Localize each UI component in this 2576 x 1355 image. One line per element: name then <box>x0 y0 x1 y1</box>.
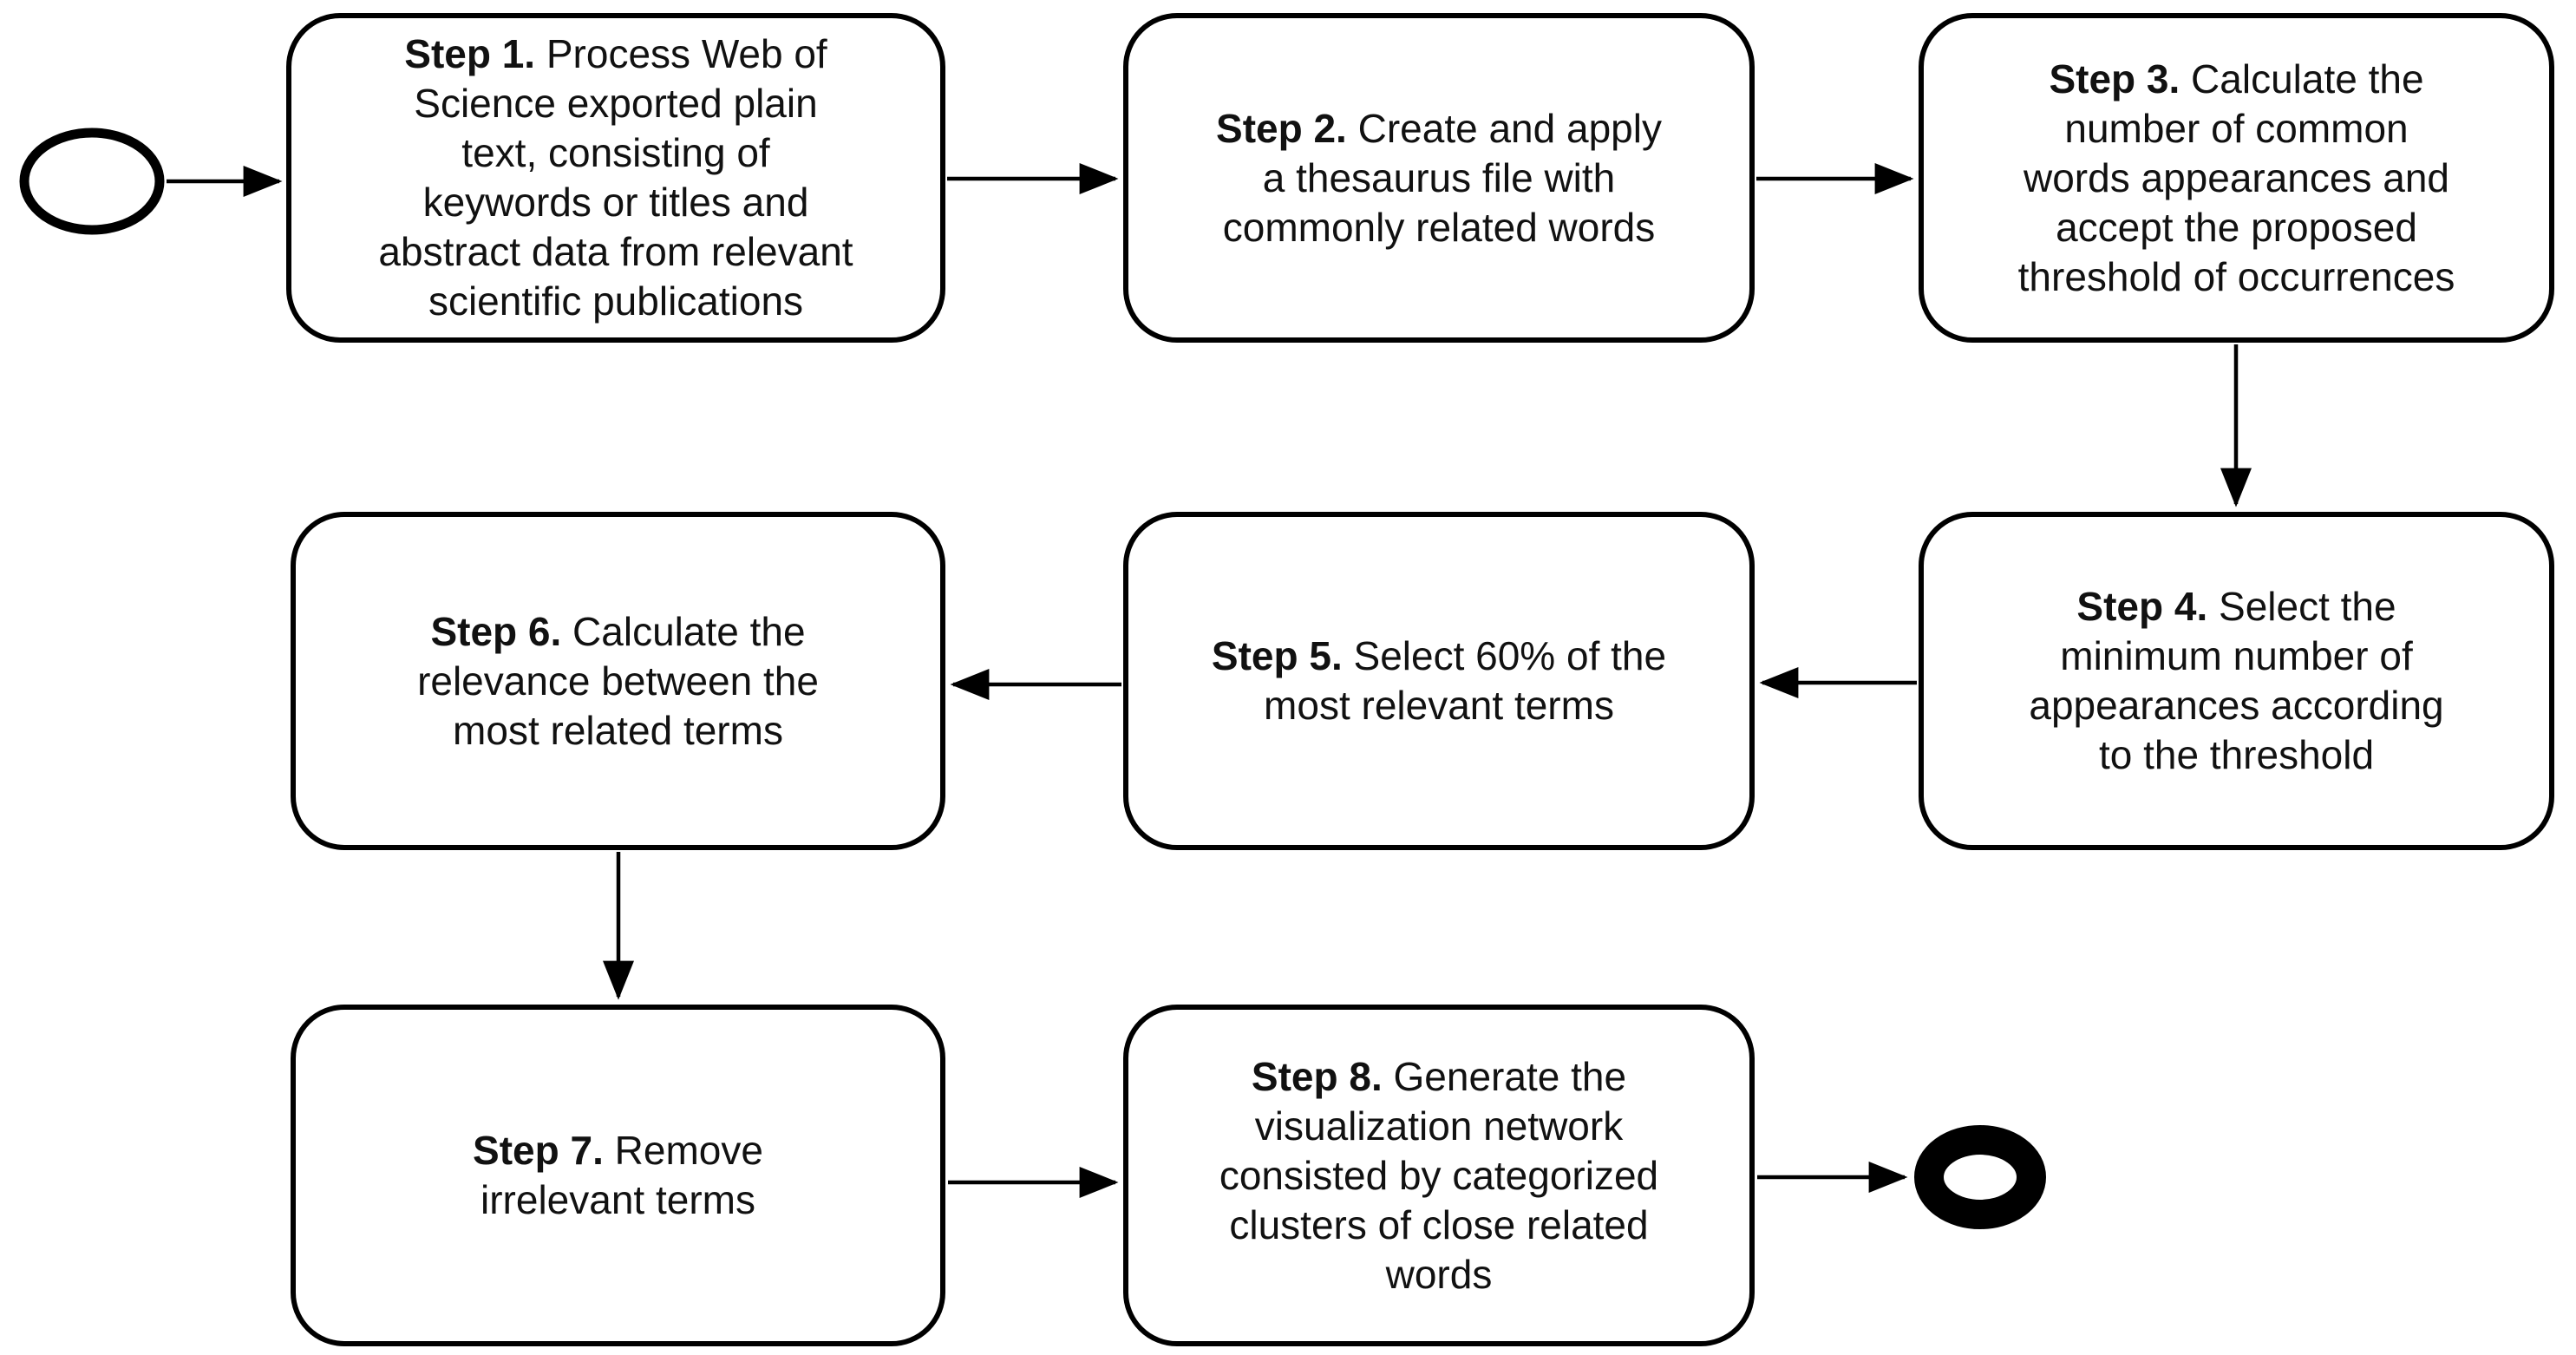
start-node-circle <box>19 128 165 235</box>
step-4-label: Step 4. <box>2076 584 2208 629</box>
step-2-label: Step 2. <box>1216 105 1347 151</box>
step-6-label: Step 6. <box>430 608 562 654</box>
step-8-label: Step 8. <box>1251 1053 1383 1099</box>
end-node-ring <box>1914 1125 2046 1229</box>
step-7-label: Step 7. <box>473 1128 604 1173</box>
step-3-label: Step 3. <box>2049 56 2180 101</box>
step-5-label: Step 5. <box>1211 633 1343 678</box>
step-1-label: Step 1. <box>404 31 536 76</box>
